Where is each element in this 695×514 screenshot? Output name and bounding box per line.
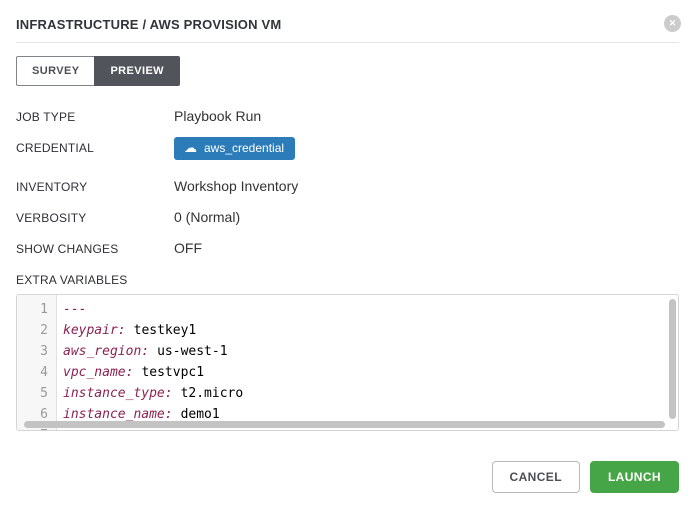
detail-row-verbosity: VERBOSITY 0 (Normal) [16, 209, 679, 225]
detail-value: Playbook Run [174, 108, 262, 124]
line-code: aws_region: us-west-1 [57, 341, 228, 362]
line-number: 1 [40, 301, 48, 317]
yaml-key: instance_name: [63, 406, 173, 422]
cloud-icon: ☁ [184, 140, 197, 155]
line-number: 3 [40, 343, 48, 359]
line-code: instance_type: t2.micro [57, 383, 243, 404]
yaml-value: us-west-1 [157, 343, 228, 359]
detail-label: VERBOSITY [16, 210, 87, 225]
detail-label: CREDENTIAL [16, 141, 95, 155]
editor-vertical-scrollbar[interactable] [669, 298, 676, 419]
yaml-value: testvpc1 [141, 364, 205, 380]
header-divider [16, 42, 679, 43]
editor-line: 4 vpc_name: testvpc1 [17, 362, 678, 383]
detail-label: JOB TYPE [16, 110, 76, 124]
line-number: 5 [40, 385, 48, 401]
editor-line: 6 instance_name: demo1 [17, 404, 678, 425]
extra-variables-label: EXTRA VARIABLES [16, 272, 128, 287]
modal-header: INFRASTRUCTURE / AWS PROVISION VM ✕ [16, 0, 681, 32]
detail-value: OFF [174, 239, 202, 256]
job-details: JOB TYPE Playbook Run CREDENTIAL ☁ aws_c… [16, 108, 679, 256]
modal-title: INFRASTRUCTURE / AWS PROVISION VM [16, 17, 282, 32]
yaml-key: instance_type: [63, 385, 173, 401]
close-icon[interactable]: ✕ [664, 15, 681, 32]
editor-line: 3 aws_region: us-west-1 [17, 341, 678, 362]
detail-row-job-type: JOB TYPE Playbook Run [16, 108, 679, 124]
editor-lines: 1 --- 2 keypair: testkey1 3 aws_region: us… [17, 295, 678, 430]
yaml-value: t2.micro [180, 385, 244, 401]
credential-badge[interactable]: ☁ aws_credential [174, 136, 296, 160]
line-number: 2 [40, 322, 48, 338]
line-code: keypair: testkey1 [57, 320, 196, 341]
editor-horizontal-scrollbar[interactable] [24, 420, 665, 428]
cancel-button[interactable]: CANCEL [491, 460, 580, 493]
close-glyph: ✕ [668, 18, 677, 28]
tab-preview[interactable]: PREVIEW [94, 56, 180, 86]
editor-gutter [17, 294, 57, 430]
editor-line: 7 [17, 425, 678, 430]
detail-row-inventory: INVENTORY Workshop Inventory [16, 178, 679, 194]
launch-button[interactable]: LAUNCH [589, 460, 679, 493]
yaml-value: testkey1 [133, 322, 197, 338]
line-number: 4 [40, 364, 48, 380]
editor-line: 2 keypair: testkey1 [17, 320, 678, 341]
editor-line: 1 --- [17, 299, 678, 320]
line-number: 7 [17, 425, 57, 430]
editor-line: 5 instance_type: t2.micro [17, 383, 678, 404]
detail-value: ☁ aws_credential [174, 136, 296, 160]
credential-name: aws_credential [204, 140, 285, 155]
tab-survey[interactable]: SURVEY [16, 56, 95, 86]
detail-label: SHOW CHANGES [16, 241, 119, 256]
yaml-key: aws_region: [63, 343, 150, 359]
line-code: --- [57, 299, 86, 320]
detail-row-show-changes: SHOW CHANGES OFF [16, 240, 679, 256]
extra-variables-editor[interactable]: 1 --- 2 keypair: testkey1 3 aws_region: us… [16, 293, 679, 431]
line-code: instance_name: demo1 [57, 404, 220, 425]
line-number: 6 [40, 406, 48, 422]
yaml-key: --- [63, 301, 87, 317]
detail-label: INVENTORY [16, 179, 88, 194]
yaml-key: vpc_name: [63, 364, 134, 380]
line-code: vpc_name: testvpc1 [57, 362, 204, 383]
tab-bar: SURVEY PREVIEW [16, 56, 679, 86]
detail-value: 0 (Normal) [174, 208, 241, 225]
modal-footer: CANCEL LAUNCH [16, 460, 679, 493]
detail-row-credential: CREDENTIAL ☁ aws_credential [16, 136, 679, 160]
yaml-value: demo1 [180, 406, 220, 422]
detail-value: Workshop Inventory [174, 177, 299, 194]
yaml-key: keypair: [63, 322, 126, 338]
